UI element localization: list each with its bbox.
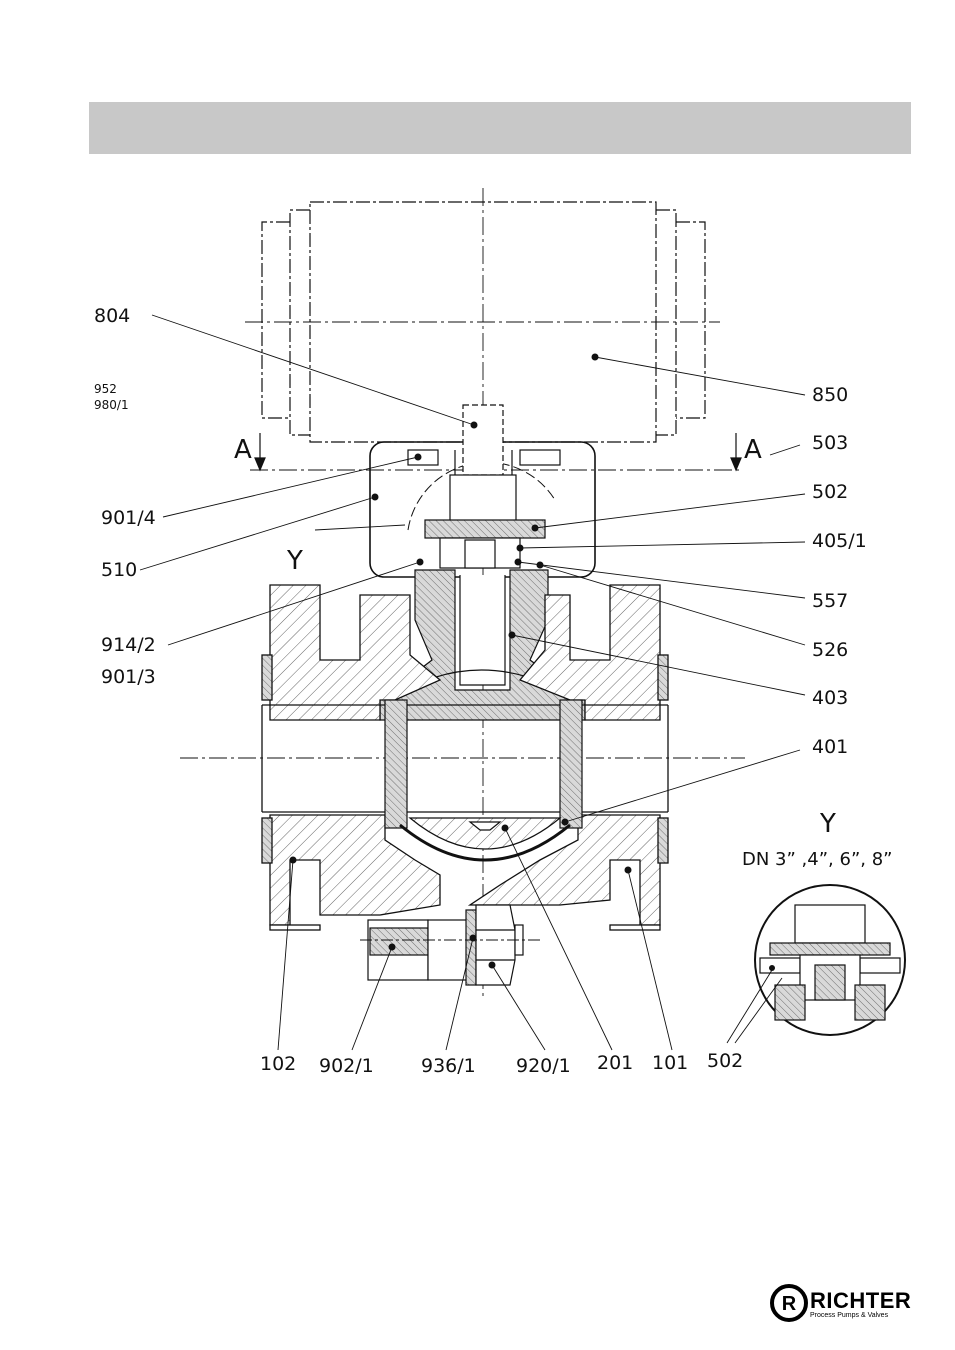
svg-text:R: R (782, 1293, 797, 1315)
label-503: 503 (812, 432, 848, 454)
label-502-top: 502 (812, 481, 848, 503)
label-952: 952 (94, 382, 117, 396)
label-526: 526 (812, 639, 848, 661)
label-401: 401 (812, 736, 848, 758)
label-920-1: 920/1 (516, 1055, 571, 1077)
detail-y-view (755, 885, 905, 1035)
label-936-1: 936/1 (421, 1055, 476, 1077)
label-804: 804 (94, 305, 130, 327)
richter-logo: R RICHTER Process Pumps & Valves (770, 1284, 910, 1324)
label-405-1: 405/1 (812, 530, 867, 552)
logo-name: RICHTER (810, 1288, 911, 1314)
richter-logo-mark: R (770, 1284, 808, 1322)
stem-assembly (408, 405, 560, 568)
label-902-1: 902/1 (319, 1055, 374, 1077)
label-502-bottom: 502 (707, 1050, 743, 1072)
label-detail-y: Y (819, 809, 836, 839)
label-102: 102 (260, 1053, 296, 1075)
label-901-3: 901/3 (101, 666, 156, 688)
label-detail-y-left: Y (286, 546, 303, 576)
label-510: 510 (101, 559, 137, 581)
label-section-a-left: A (234, 435, 252, 465)
logo-tagline: Process Pumps & Valves (810, 1312, 888, 1319)
label-557: 557 (812, 590, 848, 612)
label-403: 403 (812, 687, 848, 709)
plug-201 (385, 700, 582, 860)
label-901-4: 901/4 (101, 507, 156, 529)
label-101: 101 (652, 1052, 688, 1074)
label-section-a-right: A (744, 435, 762, 465)
label-dn-note: DN 3” ,4”, 6”, 8” (742, 849, 893, 870)
label-850: 850 (812, 384, 848, 406)
label-201: 201 (597, 1052, 633, 1074)
label-914-2: 914/2 (101, 634, 156, 656)
drain-plug (360, 905, 540, 985)
label-980-1: 980/1 (94, 398, 129, 412)
